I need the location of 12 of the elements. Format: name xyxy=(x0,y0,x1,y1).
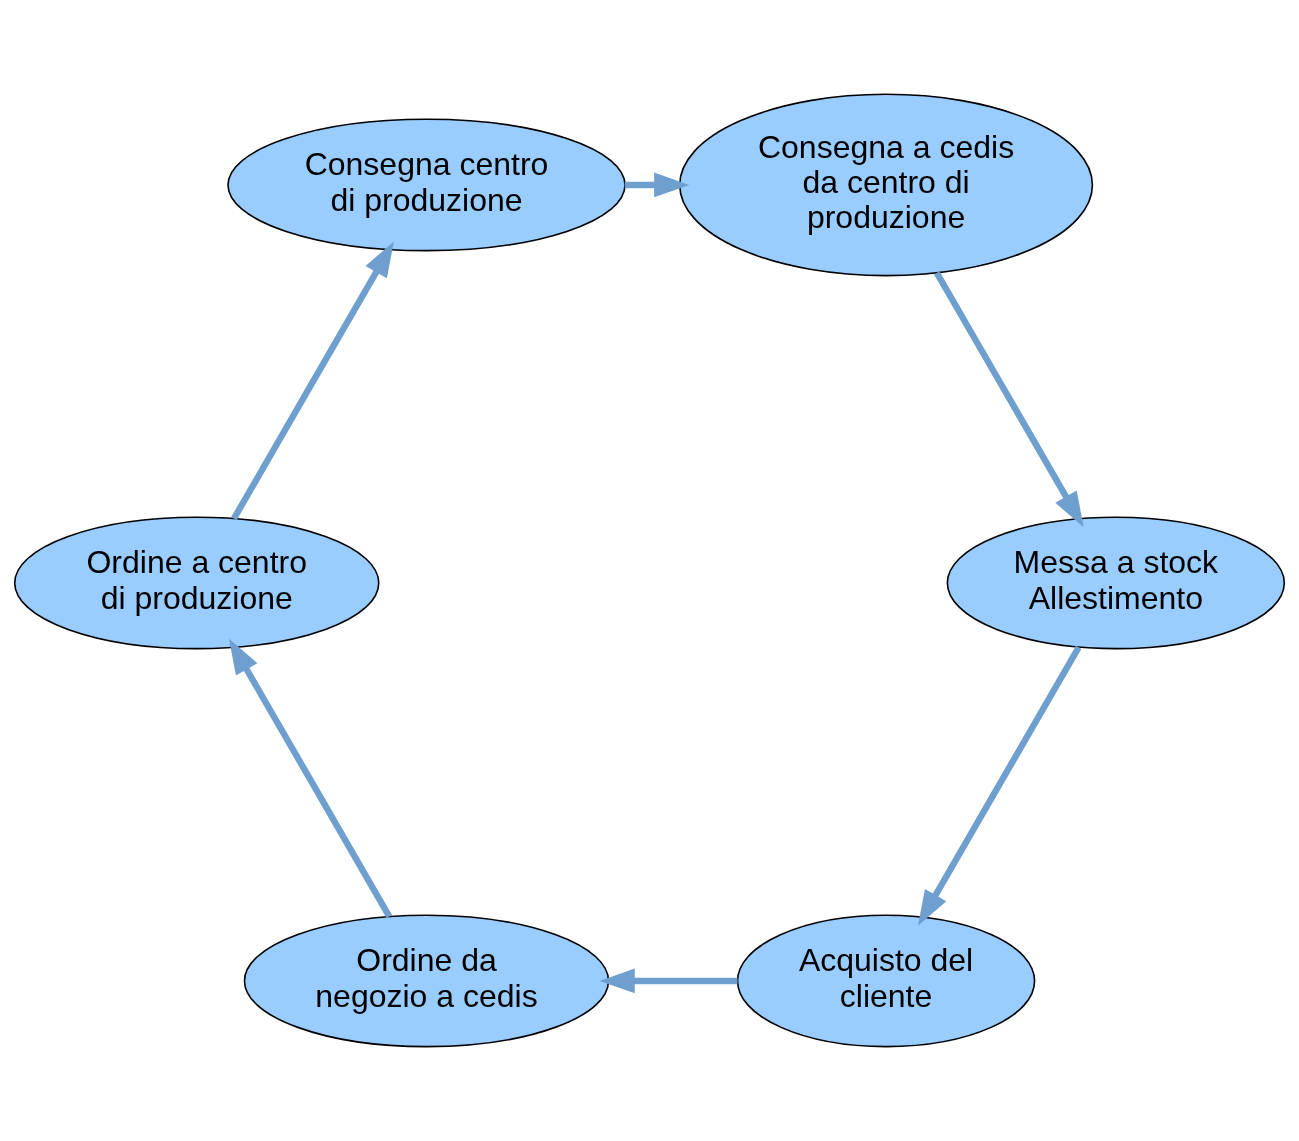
arrow xyxy=(624,172,690,198)
arrow xyxy=(231,241,394,521)
node-ellipse: Consegna a cedis da centro di produzione xyxy=(678,93,1094,277)
arrow xyxy=(934,271,1084,528)
arrow xyxy=(229,638,393,919)
node-ellipse: Ordine da negozio a cedis xyxy=(243,914,610,1048)
arrow xyxy=(917,645,1082,926)
node-ellipse: Consegna centro di produzione xyxy=(227,118,626,252)
node-ellipse: Messa a stock Allestimento xyxy=(946,516,1286,650)
arrow xyxy=(599,968,738,994)
node-ellipse: Acquisto del cliente xyxy=(736,914,1036,1048)
node-ellipse: Ordine a centro di produzione xyxy=(13,516,380,650)
